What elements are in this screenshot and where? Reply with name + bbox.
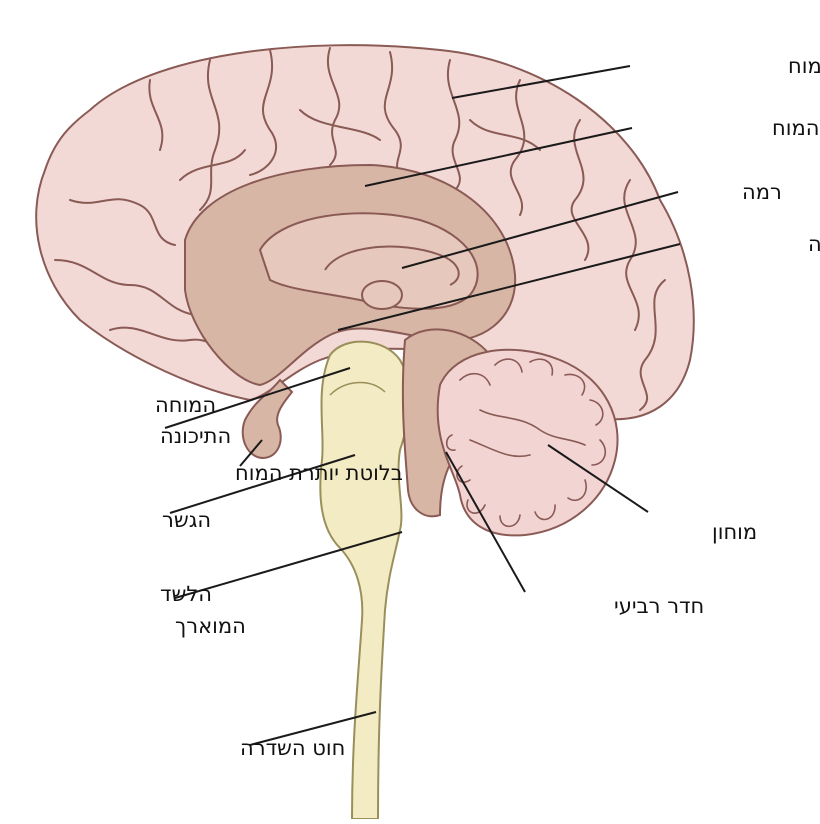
leader-cerebral-cortex [451,65,631,99]
label-cerebral-cortex: קליפת המוח [788,54,820,78]
cortex-gyri [54,47,666,411]
leader-medulla [174,531,403,599]
labels: קליפת המוח כפיס המוח רמה תת הרמה המוחה ה… [155,54,820,760]
thalamus-nucleus [361,280,403,310]
leader-pituitary [239,439,263,467]
leader-cerebellum [547,444,649,513]
leader-corpus-callosum [364,127,633,187]
thalamus-inner-curve [324,245,460,286]
leader-midbrain [164,367,351,429]
label-midbrain-line2: התיכונה [160,424,231,448]
label-thalamus: רמה [742,180,782,204]
pons-bulge [329,381,386,396]
label-leader-lines [164,65,681,746]
leader-thalamus [401,191,679,269]
label-cerebellum: מוחון [712,520,757,544]
label-midbrain-line1: המוחה [155,393,216,417]
leader-spinal-cord [249,711,377,746]
leader-fourth-ventricle [445,451,526,593]
label-fourth-ventricle: חדר רביעי [614,594,704,618]
label-medulla-line1: הלשד [160,582,212,606]
pituitary-shape [241,378,294,460]
label-pons: הגשר [162,508,211,532]
label-hypothalamus: תת הרמה [808,232,820,256]
label-spinal-cord: חוט השדרה [240,736,345,760]
leader-pons [169,454,356,514]
cerebellum-shape [436,348,619,537]
label-pituitary: בלוטת יותרת המוח [235,461,403,485]
leader-hypothalamus [337,243,681,331]
cerebellum-folia [445,358,607,528]
thalamus-shape [258,212,479,310]
label-corpus-callosum: כפיס המוח [772,116,820,140]
label-medulla-line2: המוארך [175,614,246,638]
